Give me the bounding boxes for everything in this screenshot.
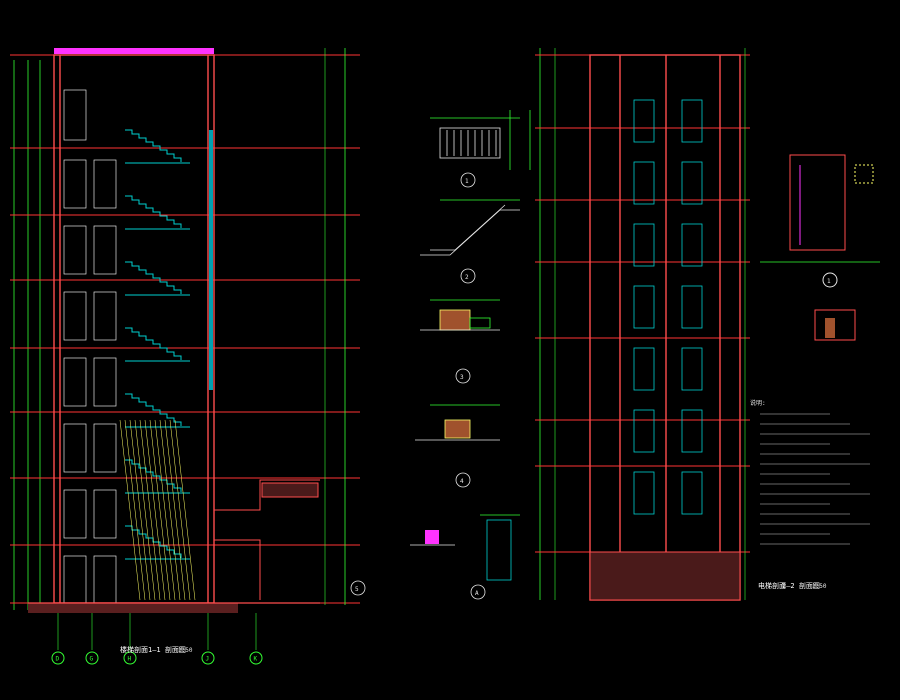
axis-label: J [206,656,210,663]
elevator-door [633,161,655,205]
window [63,357,87,407]
elevator-door [633,347,655,391]
detail-5-label: 5 [355,586,359,593]
window [63,225,87,275]
detail-A: A [470,514,520,600]
elevator-detail: 1 [760,154,880,341]
window [93,159,117,209]
elevator-door [633,99,655,143]
axis-label: D [56,656,60,663]
window [93,555,117,605]
stair-flight [125,261,182,294]
window [63,159,87,209]
right-detail-label: 1 [827,278,831,285]
window [93,357,117,407]
axis-bubble [85,651,99,665]
stair-flight [125,459,182,492]
axis-bubble [201,651,215,665]
detail-4-label: 4 [460,478,464,485]
axis-label: H [128,656,132,663]
axis-label: K [254,656,258,663]
window [63,423,87,473]
detail-3: 3 [420,299,500,384]
detail-1-label: 1 [465,178,469,185]
axis-label: G [90,656,94,663]
window [63,555,87,605]
elevator-door [633,409,655,453]
detail-group: 1 2 3 4 [350,110,531,600]
stair-flight [125,129,182,162]
elevator-section-title: 电梯剖面 [758,581,786,590]
elevator-door [681,347,703,391]
window [63,291,87,341]
stair-section-scale: 1:50 [178,647,193,654]
axis-bubble [123,651,137,665]
elevator-section-scale: 1:50 [812,583,827,590]
detail-2-label: 2 [465,274,469,281]
stair-flight [125,393,182,426]
elevator-door [681,285,703,329]
elevator-door [681,409,703,453]
notes-title: 说明: [750,399,766,407]
elevator-door [681,223,703,267]
detail-3-label: 3 [460,374,464,381]
axis-bubble [249,651,263,665]
detail-A-label: A [475,590,479,597]
window [93,225,117,275]
window [93,423,117,473]
elevator-door [681,471,703,515]
detail-5: 5 [350,530,455,596]
stair-section-title: 楼梯剖面 [120,645,148,654]
axis-bubble [51,651,65,665]
window [63,489,87,539]
stair-section-subtitle: 1—1 剖面图 [148,645,186,654]
stair-flight [125,327,182,360]
elevator-door [633,285,655,329]
elevator-door [633,223,655,267]
elevator-section: 电梯剖面 2—2 剖面图 1:50 [535,48,827,601]
window [93,291,117,341]
elevator-door [633,471,655,515]
detail-2: 2 [420,199,520,284]
elevator-section-subtitle: 2—2 剖面图 [782,581,820,590]
detail-1: 1 [430,110,531,188]
window [63,89,87,141]
elevator-door [681,99,703,143]
stair-flight [125,525,182,558]
detail-4: 4 [415,404,500,488]
stair-flight [125,195,182,228]
elevator-door [681,161,703,205]
stair-section: D G H J K 楼梯剖面 1—1 剖面图 1:50 [10,48,360,665]
window [93,489,117,539]
